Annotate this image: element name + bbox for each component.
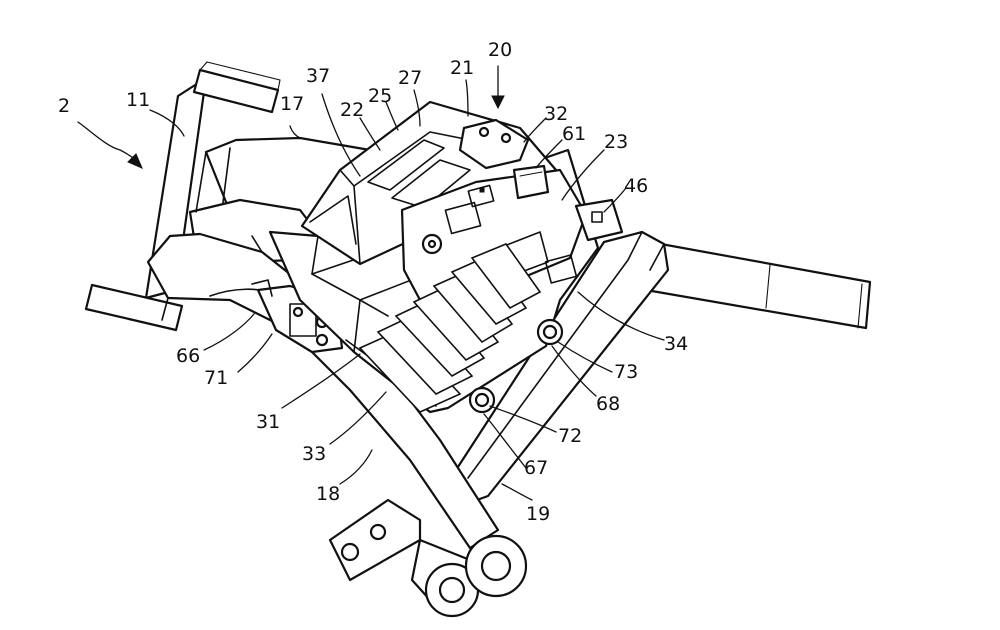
label-21: 21 bbox=[450, 57, 474, 79]
terminal-top bbox=[458, 118, 530, 170]
head-pipe bbox=[84, 61, 281, 332]
label-19: 19 bbox=[526, 503, 550, 525]
leader-lines bbox=[149, 79, 665, 501]
label-73: 73 bbox=[614, 361, 638, 383]
bolt-upper bbox=[536, 318, 564, 346]
terminal-side bbox=[512, 164, 550, 200]
label-71: 71 bbox=[204, 367, 228, 389]
down-tube bbox=[146, 232, 500, 550]
label-20: 20 bbox=[488, 39, 512, 61]
label-2: 2 bbox=[58, 95, 70, 117]
label-34: 34 bbox=[664, 333, 688, 355]
label-25: 25 bbox=[368, 85, 392, 107]
bushing-left bbox=[424, 562, 480, 618]
label-61: 61 bbox=[562, 123, 586, 145]
bushing-right bbox=[464, 534, 528, 598]
label-68: 68 bbox=[596, 393, 620, 415]
label-46: 46 bbox=[624, 175, 648, 197]
label-67: 67 bbox=[524, 457, 548, 479]
arrow-20 bbox=[491, 65, 505, 110]
label-27: 27 bbox=[398, 67, 422, 89]
front-panel bbox=[400, 168, 588, 302]
label-66: 66 bbox=[176, 345, 200, 367]
label-23: 23 bbox=[604, 131, 628, 153]
label-18: 18 bbox=[316, 483, 340, 505]
label-11: 11 bbox=[126, 89, 150, 111]
arrow-2 bbox=[77, 121, 143, 169]
label-17: 17 bbox=[280, 93, 304, 115]
label-22: 22 bbox=[340, 99, 364, 121]
rear-frame-pipe bbox=[644, 240, 872, 330]
label-33: 33 bbox=[302, 443, 326, 465]
label-37: 37 bbox=[306, 65, 330, 87]
label-72: 72 bbox=[558, 425, 582, 447]
label-32: 32 bbox=[544, 103, 568, 125]
bolt-lower bbox=[468, 386, 496, 414]
terminal-right bbox=[574, 198, 624, 242]
label-31: 31 bbox=[256, 411, 280, 433]
cooling-fins bbox=[358, 243, 542, 413]
